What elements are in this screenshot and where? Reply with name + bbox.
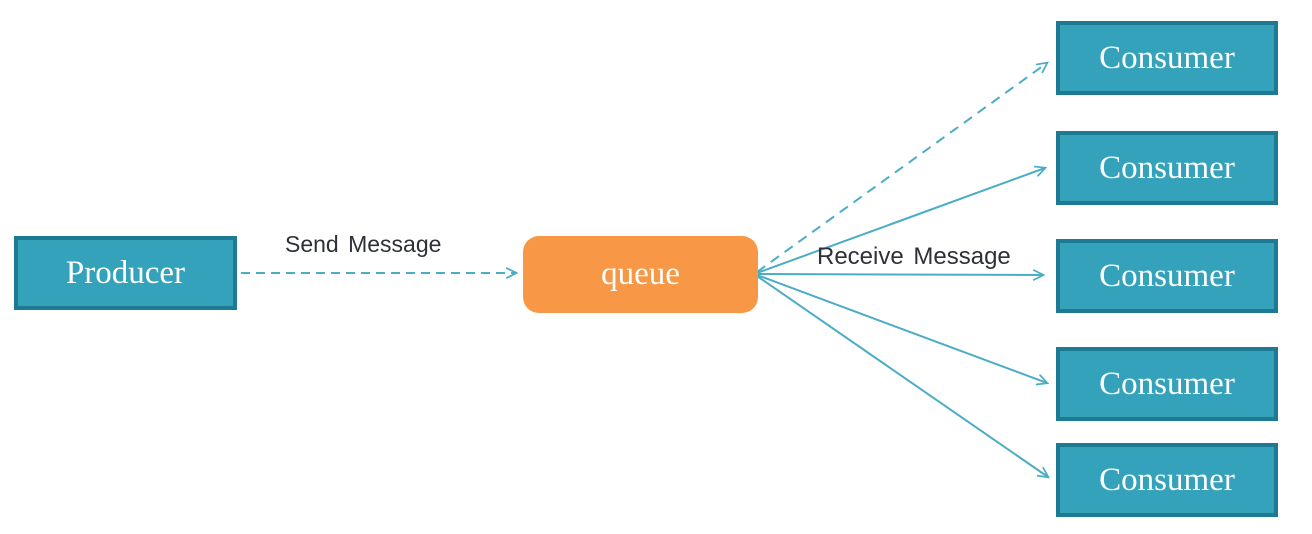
consumer-label: Consumer <box>1099 149 1235 186</box>
receive-message-label: Receive Message <box>817 243 1011 270</box>
consumer-node-2: Consumer <box>1056 131 1278 205</box>
consumer-label: Consumer <box>1099 365 1235 402</box>
consumer-label: Consumer <box>1099 461 1235 498</box>
receive-arrow-2 <box>756 168 1045 274</box>
producer-node: Producer <box>14 236 237 310</box>
producer-label: Producer <box>65 254 186 291</box>
receive-arrow-4 <box>756 274 1047 383</box>
consumer-node-3: Consumer <box>1056 239 1278 313</box>
receive-arrow-5 <box>756 275 1048 477</box>
receive-arrow-3 <box>756 274 1043 275</box>
receive-arrow-1 <box>756 63 1047 273</box>
send-message-label: Send Message <box>285 231 442 257</box>
consumer-node-1: Consumer <box>1056 21 1278 95</box>
queue-label: queue <box>601 256 680 292</box>
consumer-node-5: Consumer <box>1056 443 1278 517</box>
consumer-node-4: Consumer <box>1056 347 1278 421</box>
consumer-label: Consumer <box>1099 257 1235 294</box>
consumer-label: Consumer <box>1099 39 1235 76</box>
queue-node: queue <box>523 236 758 313</box>
